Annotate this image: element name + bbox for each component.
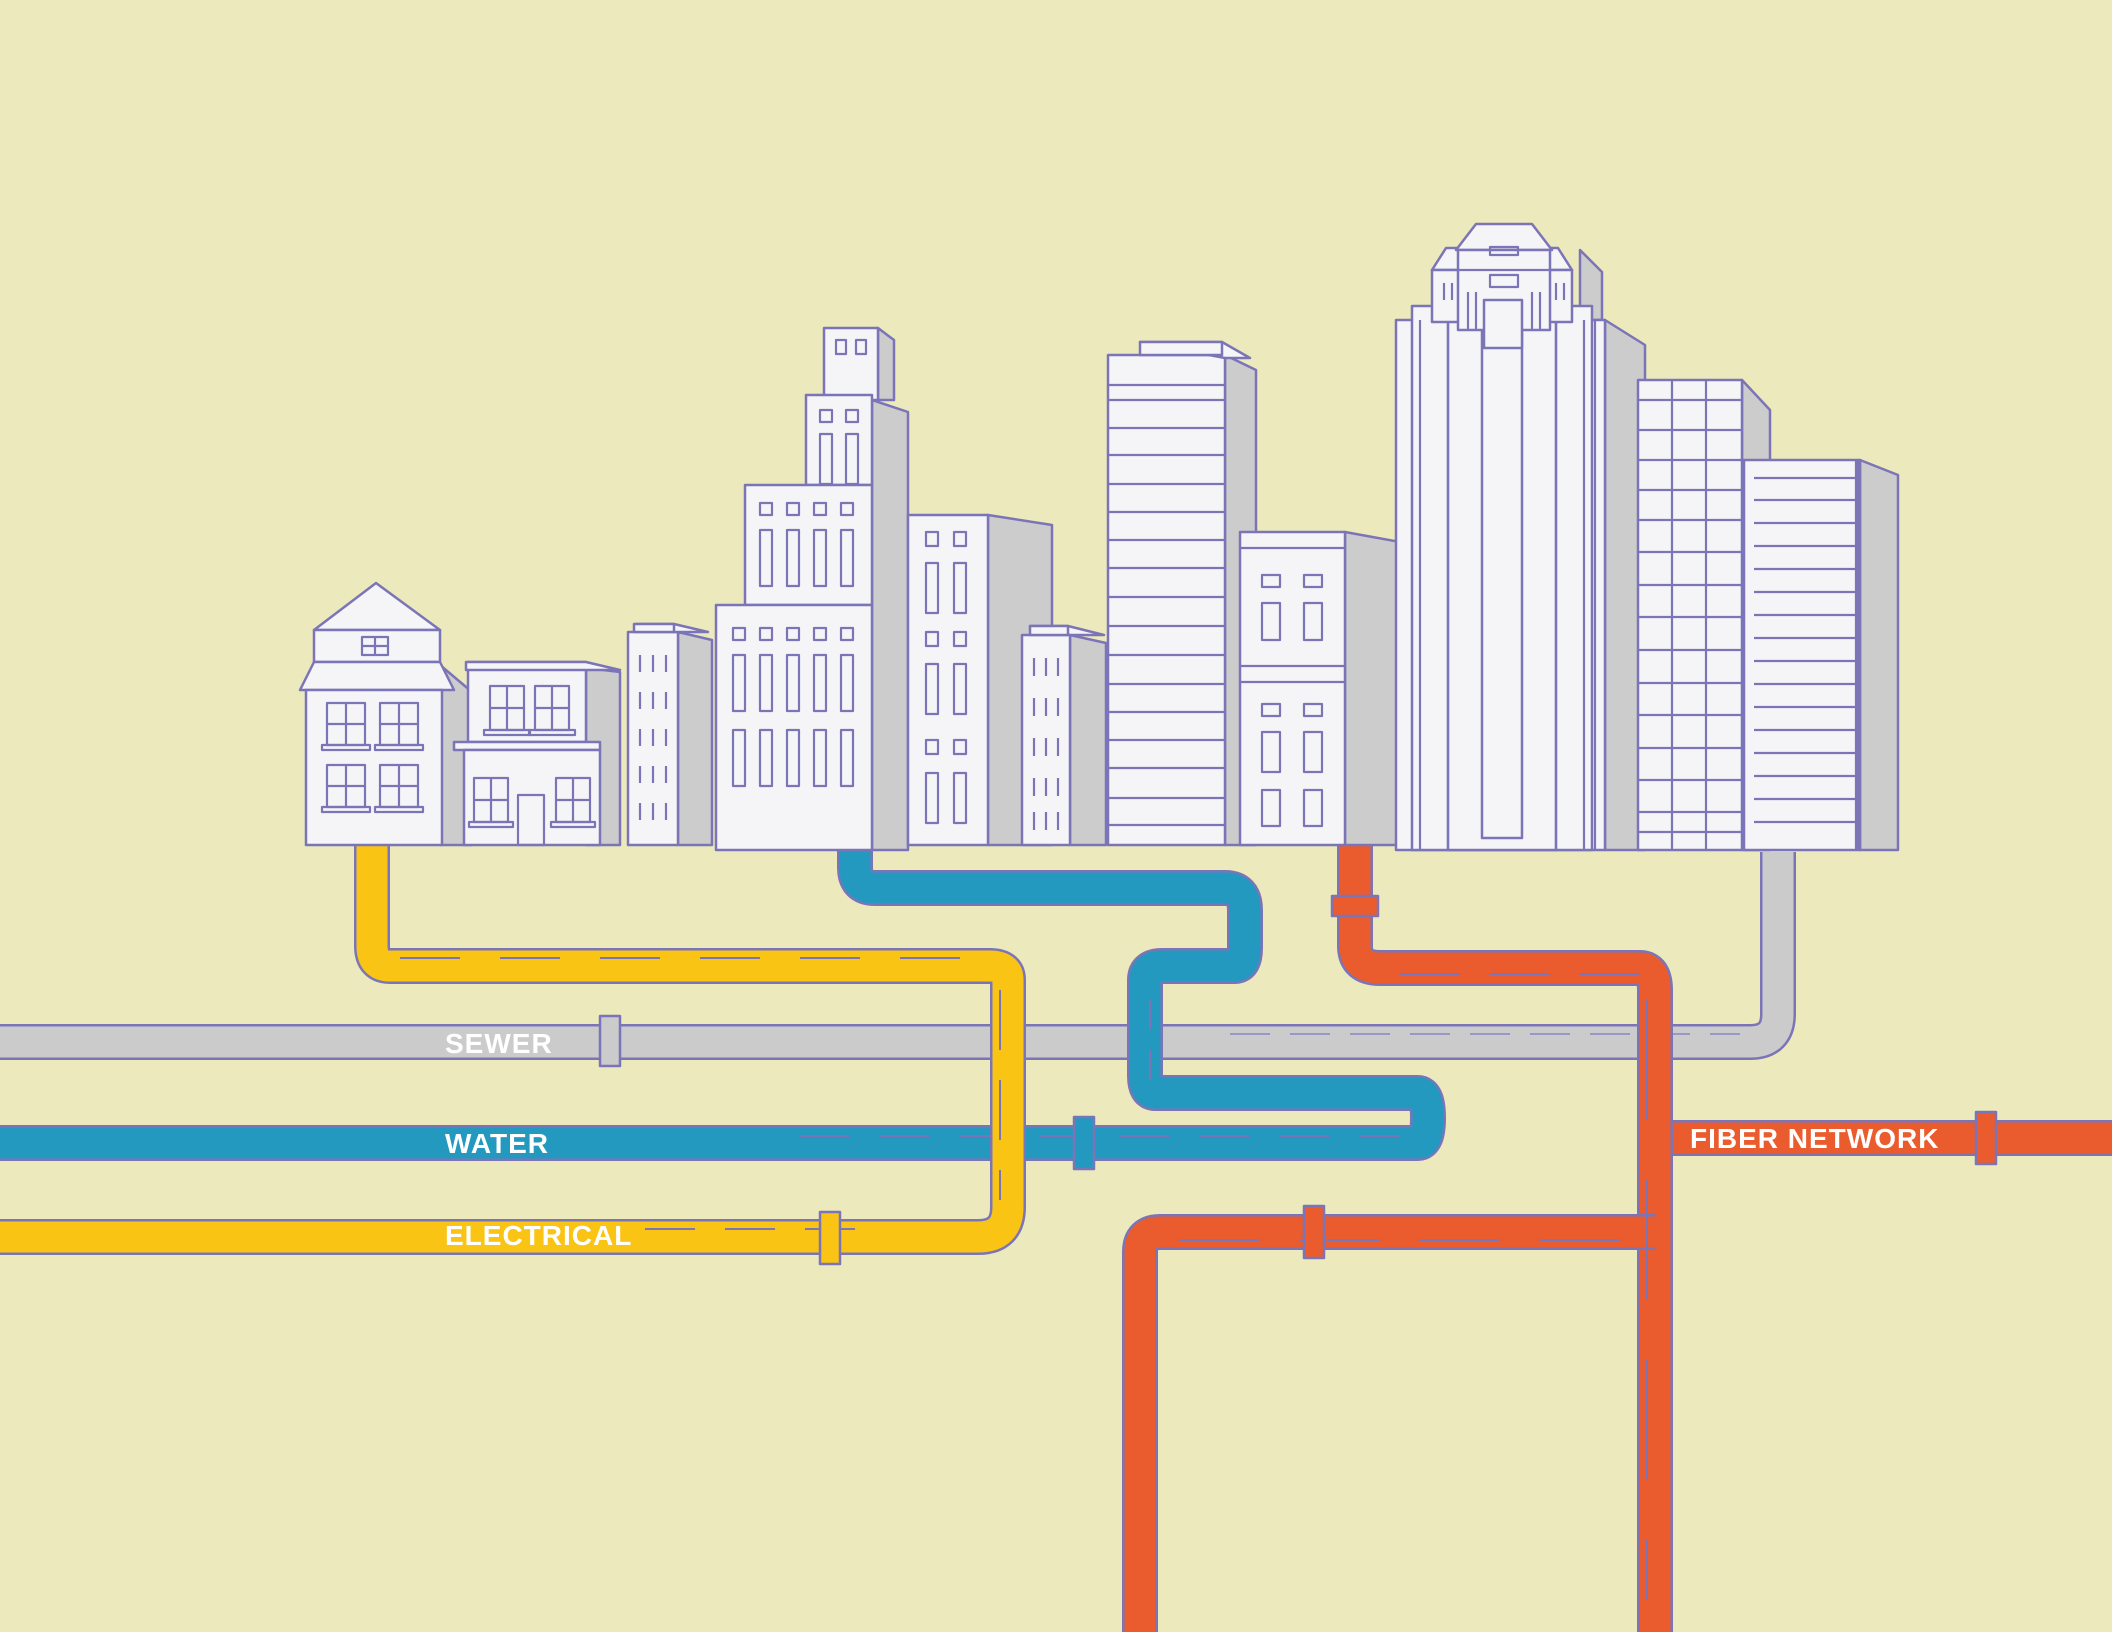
- fiber-coupling-top: [1330, 894, 1380, 918]
- house-building: [298, 581, 474, 847]
- electrical-label: ELECTRICAL: [445, 1220, 632, 1251]
- striped-tower: [1106, 340, 1258, 847]
- sewer-pipe: [0, 852, 1796, 1068]
- city-skyline: [298, 222, 1900, 852]
- stepped-tower: [714, 326, 910, 852]
- narrow-building-1: [626, 622, 714, 847]
- fiber-coupling-mid: [1302, 1204, 1326, 1260]
- electrical-pipe: [0, 846, 1026, 1266]
- narrow-building-2: [1020, 624, 1108, 847]
- pipe-network: SEWER WATER ELECTRICAL FIBER NETWORK: [0, 846, 2112, 1632]
- ornate-tower: [1394, 222, 1647, 852]
- fiber-coupling-right: [1974, 1110, 1998, 1166]
- fiber-pipe: [1122, 846, 2112, 1632]
- water-pipe: [0, 848, 1446, 1171]
- sewer-label: SEWER: [445, 1028, 553, 1059]
- water-label: WATER: [445, 1128, 549, 1159]
- twin-block-building: [1238, 530, 1402, 847]
- fiber-network-label: FIBER NETWORK: [1690, 1123, 1939, 1154]
- shop-building: [452, 660, 622, 847]
- water-coupling: [1072, 1115, 1096, 1171]
- sewer-coupling: [598, 1014, 622, 1068]
- electrical-coupling: [818, 1210, 842, 1266]
- right-tower: [1742, 458, 1900, 852]
